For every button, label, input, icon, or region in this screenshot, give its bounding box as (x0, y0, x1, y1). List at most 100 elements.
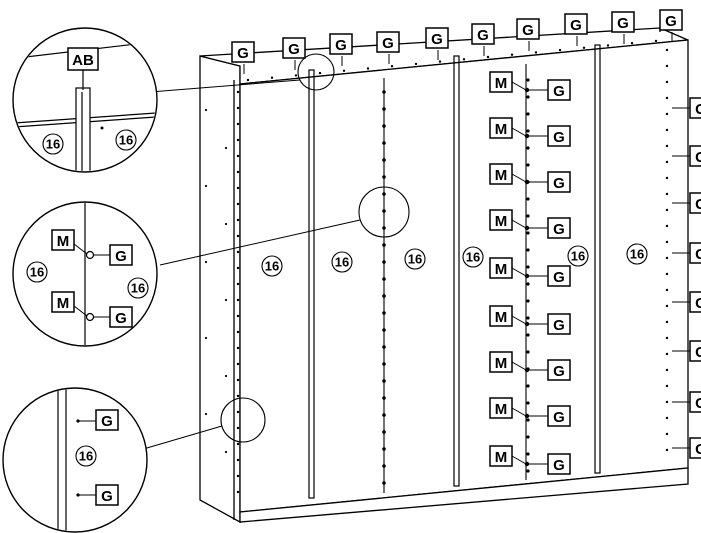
nail-label-g: G (689, 340, 701, 362)
nail-dot (665, 304, 669, 308)
nail-dot (526, 197, 530, 201)
panel-marker-text: 16 (79, 449, 93, 464)
nail-label-g-text: G (101, 488, 113, 505)
nail-dot (236, 346, 240, 350)
nail-dot (526, 78, 530, 82)
nail-dot (654, 39, 658, 43)
nail-label-g-text: G (617, 15, 629, 32)
nail-dot (665, 240, 669, 244)
panel-marker-text: 16 (265, 259, 279, 274)
screw-label-m: M (489, 209, 513, 231)
nail-label-g-text: G (553, 457, 565, 474)
nail-dot (382, 277, 386, 281)
nail-label-g: G (109, 306, 133, 328)
nail-dot (382, 345, 386, 349)
nail-dot (526, 435, 530, 439)
nail-dot (665, 192, 669, 196)
nail-icon (76, 419, 80, 423)
nail-dot (382, 158, 386, 162)
nail-dot (438, 60, 442, 63)
screw-icon (524, 273, 530, 279)
nail-dot (665, 352, 669, 356)
nail-label-g-text: G (553, 83, 565, 100)
nail-dot (366, 67, 370, 70)
nail-label-g: G (659, 9, 683, 31)
panel-marker-text: 16 (630, 247, 644, 262)
nail-label-g: G (611, 11, 635, 33)
detail-view-nails (2, 387, 148, 533)
nail-dot (665, 48, 669, 52)
panel-marker-text: 16 (131, 281, 145, 296)
nail-label-g: G (95, 484, 119, 506)
nail-dot (382, 243, 386, 247)
nail-dot (236, 282, 240, 286)
detail-circle-bottom (220, 397, 266, 443)
nail-dot (526, 401, 530, 405)
nail-dot (526, 469, 530, 473)
nail-label-g: G (95, 409, 119, 431)
panel-marker: 16 (26, 261, 48, 283)
nail-label-g: G (689, 242, 701, 264)
nail-dot (236, 474, 240, 478)
screw-label-m-text: M (495, 75, 508, 92)
nail-dot (665, 320, 669, 324)
screw-label-m-text: M (57, 233, 70, 250)
nail-dot (236, 90, 240, 94)
panel-marker: 16 (115, 129, 137, 151)
nail-label-g: G (231, 41, 255, 63)
screw-icon (524, 321, 530, 327)
nail-dot (665, 336, 669, 340)
nail-dot (236, 218, 240, 222)
nail-dot (382, 311, 386, 315)
nail-dot (534, 51, 538, 54)
nail-dot (236, 442, 240, 446)
nail-label-g-text: G (695, 395, 701, 412)
nail-label-g: G (516, 18, 540, 40)
detail-highlight-circles (220, 53, 410, 443)
nail-dot (526, 265, 530, 269)
nail-dot (665, 144, 669, 148)
joint-strip (308, 69, 315, 499)
panel-marker: 16 (261, 255, 283, 277)
nail-label-g-text: G (431, 31, 443, 48)
nail-dot (558, 48, 562, 52)
nail-dot (582, 46, 586, 49)
nail-dot (236, 298, 240, 302)
nail-dot (526, 231, 530, 235)
nail-dot (204, 260, 208, 264)
nail-dot (236, 490, 240, 494)
nail-label-g-text: G (695, 295, 701, 312)
nail-label-g-text: G (695, 441, 701, 458)
nail-label-g: G (329, 33, 353, 55)
panel-marker: 16 (127, 277, 149, 299)
nail-dot (204, 412, 208, 416)
nail-label-g: G (689, 437, 701, 459)
panel-marker-text: 16 (119, 133, 133, 148)
screw-label-m: M (489, 257, 513, 279)
nail-dot (390, 65, 394, 68)
panel-marker: 16 (404, 248, 426, 270)
nail-dot (486, 55, 490, 59)
nail-dot (382, 209, 386, 213)
screw-icon (85, 250, 95, 260)
nail-dot (236, 250, 240, 254)
ab-label: AB (72, 52, 94, 69)
nail-dot (382, 107, 386, 111)
nail-label-g-text: G (101, 413, 113, 430)
nail-dot (382, 328, 386, 332)
nail-dot (382, 413, 386, 417)
nail-label-g: G (282, 37, 306, 59)
screw-label-m: M (51, 229, 75, 251)
nail-dot (665, 80, 669, 84)
nail-label-g: G (547, 359, 571, 381)
nail-dot (382, 260, 386, 264)
nail-dot (270, 76, 274, 79)
nail-dot (382, 396, 386, 400)
nail-dot (665, 400, 669, 404)
nail-dot (665, 96, 669, 100)
